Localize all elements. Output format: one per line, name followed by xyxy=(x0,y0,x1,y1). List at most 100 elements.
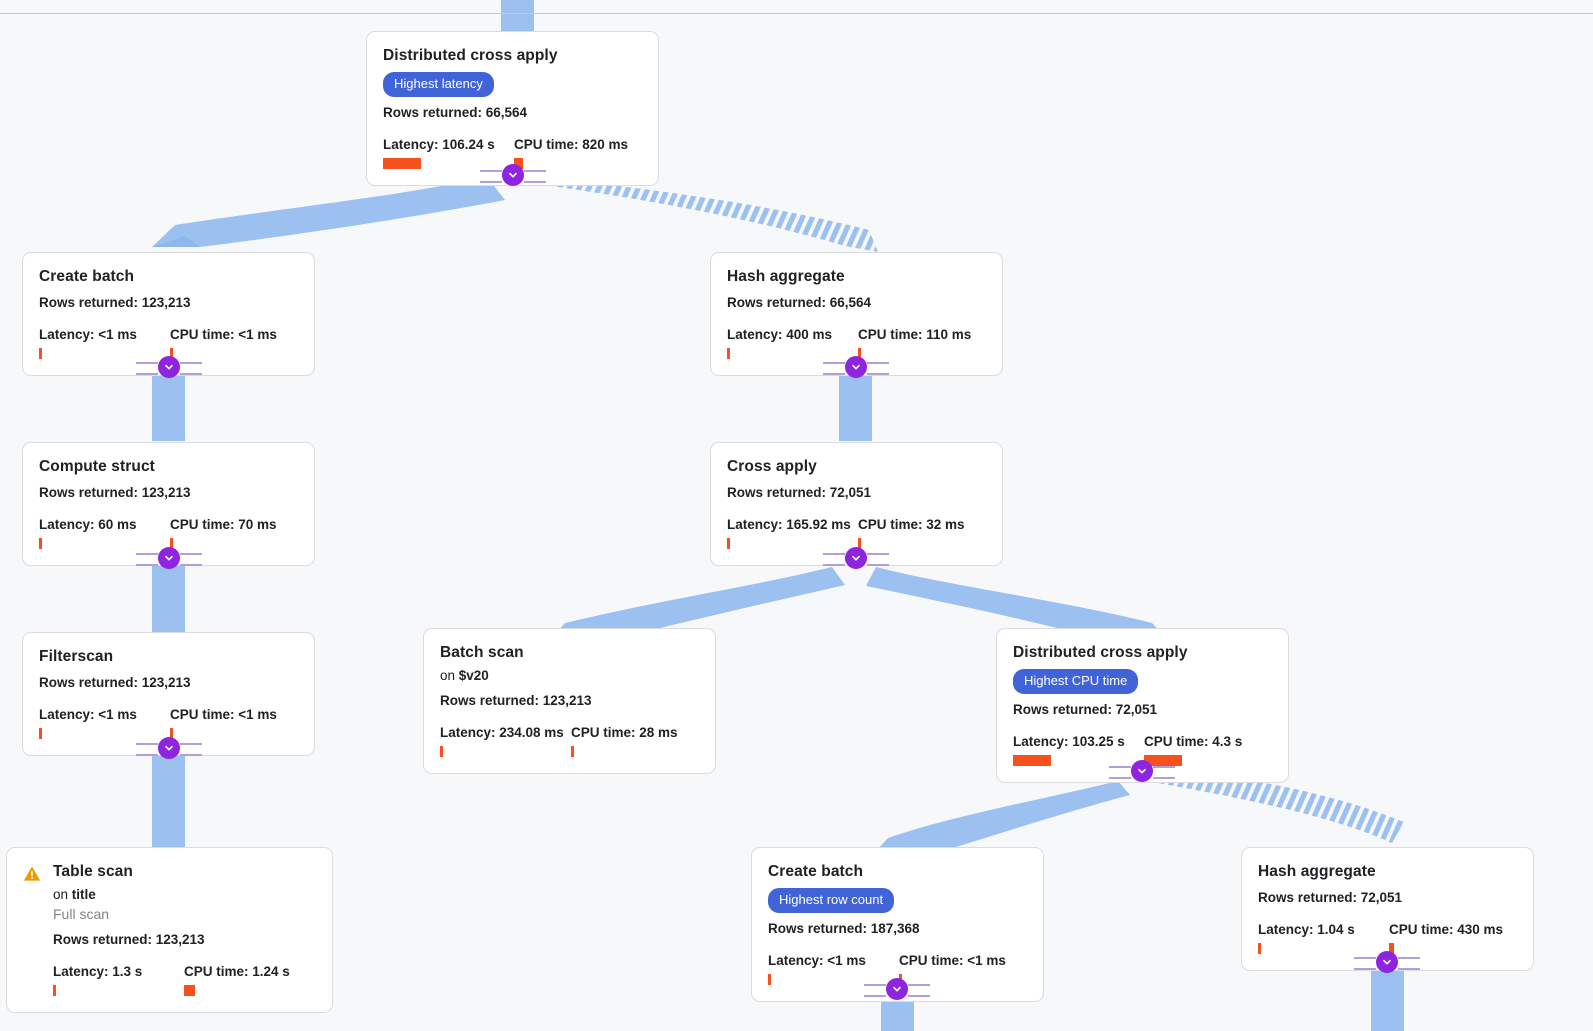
metric-cpu-bar xyxy=(858,348,861,359)
plan-node-distributed-cross-apply-right[interactable]: Distributed cross apply Highest CPU time… xyxy=(996,628,1289,783)
edge-into-root xyxy=(501,0,534,34)
metric-cpu-label: CPU time: 70 ms xyxy=(170,517,277,532)
collapse-toggle-hash-aggregate-middle[interactable] xyxy=(823,356,889,378)
metric-latency: Latency: 1.3 s xyxy=(53,963,184,996)
metric-cpu-bar xyxy=(571,746,574,757)
metric-latency-bar xyxy=(1258,943,1261,954)
metric-latency: Latency: 165.92 ms xyxy=(727,516,858,549)
metric-latency: Latency: 60 ms xyxy=(39,516,170,549)
metric-latency-bar xyxy=(39,538,42,549)
plan-node-compute-struct[interactable]: Compute struct Rows returned: 123,213 La… xyxy=(22,442,315,566)
plan-node-create-batch-bottom[interactable]: Create batch Highest row count Rows retu… xyxy=(751,847,1044,1002)
metric-latency-bar xyxy=(768,974,771,985)
metric-latency-bar xyxy=(383,158,421,169)
metric-latency-label: Latency: 106.24 s xyxy=(383,137,495,152)
collapse-toggle-create-batch-bottom[interactable] xyxy=(864,978,930,1000)
node-metrics: Latency: 234.08 ms CPU time: 28 ms xyxy=(440,724,699,757)
metric-cpu: CPU time: 32 ms xyxy=(858,516,986,549)
collapse-toggle-cross-apply[interactable] xyxy=(823,547,889,569)
collapse-rail-right xyxy=(180,553,202,566)
metric-cpu-bar xyxy=(184,985,195,996)
metric-cpu: CPU time: 4.3 s xyxy=(1144,733,1272,766)
node-subject: on title xyxy=(53,885,316,904)
on-prefix: on xyxy=(53,887,72,902)
plan-node-distributed-cross-apply-root[interactable]: Distributed cross apply Highest latency … xyxy=(366,31,659,186)
plan-node-table-scan[interactable]: Table scan on title Full scan Rows retur… xyxy=(6,847,333,1013)
plan-node-cross-apply[interactable]: Cross apply Rows returned: 72,051 Latenc… xyxy=(710,442,1003,566)
collapse-rail-left xyxy=(1354,957,1376,970)
collapse-toggle-distributed-cross-apply-root[interactable] xyxy=(480,164,546,186)
node-scan-mode: Full scan xyxy=(53,906,110,922)
node-rows-returned: Rows returned: 123,213 xyxy=(39,675,191,690)
node-metrics: Latency: <1 ms CPU time: <1 ms xyxy=(768,952,1027,985)
plan-node-batch-scan[interactable]: Batch scan on $v20 Rows returned: 123,21… xyxy=(423,628,716,774)
metric-cpu-bar xyxy=(170,728,173,739)
collapse-rail-left xyxy=(864,984,886,997)
metric-latency: Latency: <1 ms xyxy=(39,326,170,359)
collapse-rail-left xyxy=(136,553,158,566)
chevron-down-icon[interactable] xyxy=(1131,760,1153,782)
collapse-rail-right xyxy=(524,170,546,183)
metric-latency-label: Latency: 1.3 s xyxy=(53,964,143,979)
edge-out-hash-aggregate-bottom xyxy=(1371,963,1404,1031)
plan-node-hash-aggregate-bottom[interactable]: Hash aggregate Rows returned: 72,051 Lat… xyxy=(1241,847,1534,971)
node-title: Distributed cross apply xyxy=(1013,644,1188,661)
node-badge-highest-row-count: Highest row count xyxy=(768,888,895,913)
metric-latency-label: Latency: <1 ms xyxy=(768,953,866,968)
chevron-down-icon[interactable] xyxy=(158,737,180,759)
metric-cpu-label: CPU time: <1 ms xyxy=(899,953,1006,968)
node-title: Cross apply xyxy=(727,458,817,475)
node-title: Filterscan xyxy=(39,648,114,665)
collapse-rail-left xyxy=(136,362,158,375)
node-metrics: Latency: <1 ms CPU time: <1 ms xyxy=(39,326,298,359)
node-metrics: Latency: 1.04 s CPU time: 430 ms xyxy=(1258,921,1517,954)
metric-latency: Latency: 400 ms xyxy=(727,326,858,359)
node-rows-returned: Rows returned: 66,564 xyxy=(383,105,528,120)
metric-cpu-label: CPU time: 430 ms xyxy=(1389,922,1504,937)
chevron-down-icon[interactable] xyxy=(1376,951,1398,973)
node-title: Distributed cross apply xyxy=(383,47,558,64)
metric-cpu: CPU time: 820 ms xyxy=(514,136,642,169)
metric-cpu-bar xyxy=(170,348,173,359)
metric-latency: Latency: 1.04 s xyxy=(1258,921,1389,954)
plan-node-hash-aggregate-middle[interactable]: Hash aggregate Rows returned: 66,564 Lat… xyxy=(710,252,1003,376)
node-title: Create batch xyxy=(39,268,135,285)
metric-cpu: CPU time: <1 ms xyxy=(170,706,298,739)
metric-latency-bar xyxy=(1013,755,1051,766)
node-metrics: Latency: 106.24 s CPU time: 820 ms xyxy=(383,136,642,169)
collapse-toggle-compute-struct[interactable] xyxy=(136,547,202,569)
chevron-down-icon[interactable] xyxy=(845,547,867,569)
plan-node-filterscan[interactable]: Filterscan Rows returned: 123,213 Latenc… xyxy=(22,632,315,756)
metric-cpu-label: CPU time: 110 ms xyxy=(858,327,972,342)
node-badge-highest-latency: Highest latency xyxy=(383,72,494,97)
metric-cpu-bar xyxy=(170,538,173,549)
collapse-toggle-distributed-cross-apply-right[interactable] xyxy=(1109,760,1175,782)
chevron-down-icon[interactable] xyxy=(158,356,180,378)
metric-latency-bar xyxy=(39,348,42,359)
edge-root-to-hash-aggregate xyxy=(528,176,878,252)
collapse-rail-left xyxy=(823,362,845,375)
collapse-toggle-hash-aggregate-bottom[interactable] xyxy=(1354,951,1420,973)
node-rows-returned: Rows returned: 66,564 xyxy=(727,295,872,310)
metric-latency: Latency: 234.08 ms xyxy=(440,724,571,757)
chevron-down-icon[interactable] xyxy=(158,547,180,569)
metric-latency: Latency: 106.24 s xyxy=(383,136,514,169)
collapse-rail-right xyxy=(867,553,889,566)
chevron-down-icon[interactable] xyxy=(845,356,867,378)
metric-cpu: CPU time: 70 ms xyxy=(170,516,298,549)
collapse-toggle-create-batch-left[interactable] xyxy=(136,356,202,378)
collapse-toggle-filterscan[interactable] xyxy=(136,737,202,759)
chevron-down-icon[interactable] xyxy=(886,978,908,1000)
collapse-rail-left xyxy=(136,743,158,756)
node-metrics: Latency: 103.25 s CPU time: 4.3 s xyxy=(1013,733,1272,766)
chevron-down-icon[interactable] xyxy=(502,164,524,186)
plan-node-create-batch-left[interactable]: Create batch Rows returned: 123,213 Late… xyxy=(22,252,315,376)
node-metrics: Latency: <1 ms CPU time: <1 ms xyxy=(39,706,298,739)
metric-cpu-label: CPU time: 32 ms xyxy=(858,517,965,532)
node-subject: on $v20 xyxy=(440,666,699,685)
node-title: Batch scan xyxy=(440,644,524,661)
node-metrics: Latency: 1.3 s CPU time: 1.24 s xyxy=(53,963,316,996)
metric-cpu: CPU time: 1.24 s xyxy=(184,963,316,996)
metric-latency-label: Latency: 400 ms xyxy=(727,327,833,342)
